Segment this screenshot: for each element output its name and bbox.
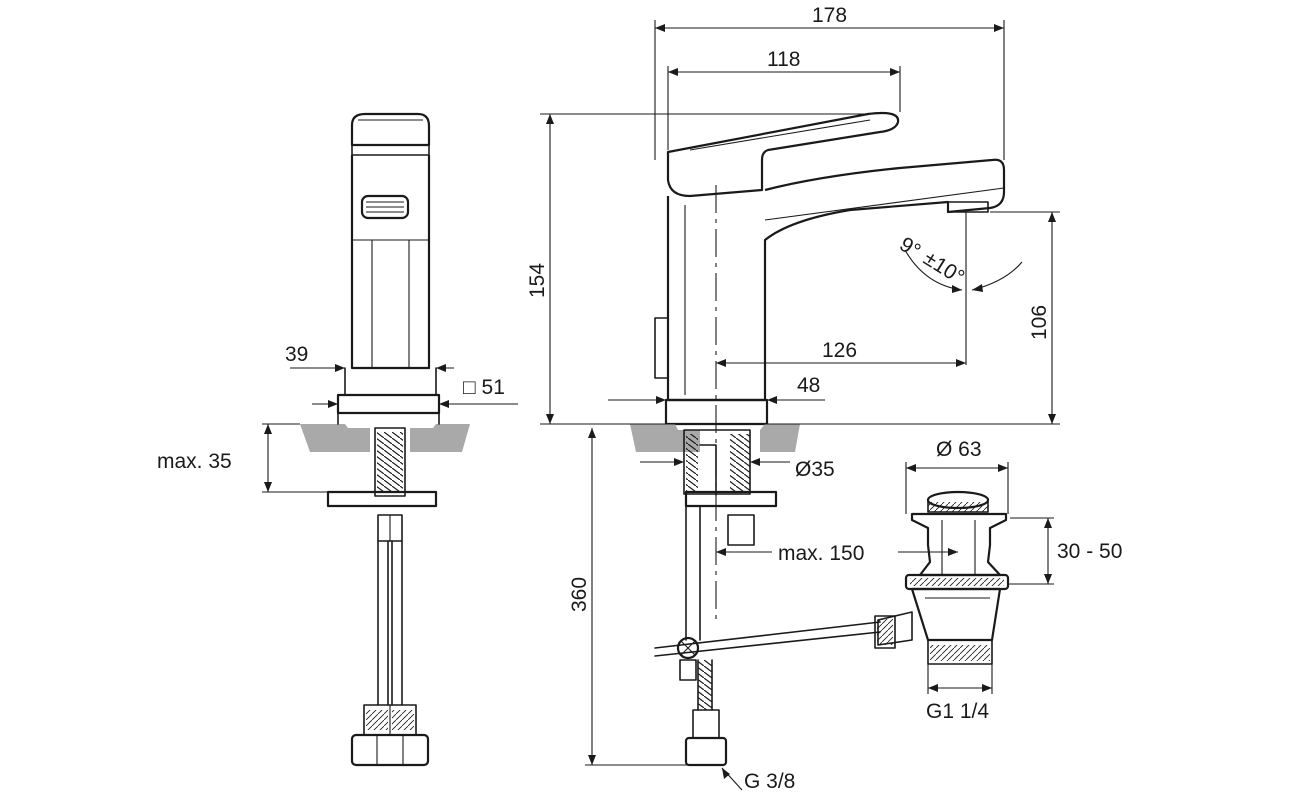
dim-51: □ 51 xyxy=(312,376,518,408)
dim-max35: max. 35 xyxy=(157,423,328,493)
front-clamp xyxy=(684,490,778,508)
side-view: 39 □ 51 max. 35 xyxy=(157,112,518,767)
dim-35: Ø35 xyxy=(640,458,835,481)
dim-51-label: □ 51 xyxy=(463,376,505,399)
dim-3050: 30 - 50 xyxy=(1008,517,1122,585)
dim-106: 106 xyxy=(990,211,1060,424)
side-base xyxy=(336,393,441,415)
angle-label-a: 9° xyxy=(895,233,924,263)
side-hose-nuts xyxy=(350,704,430,767)
dim-118: 118 xyxy=(667,48,901,150)
front-body xyxy=(666,158,1006,402)
dim-178-label: 178 xyxy=(812,4,847,27)
front-lever xyxy=(666,111,900,198)
angle-label-b: ±10° xyxy=(919,247,968,289)
front-counter xyxy=(630,424,700,452)
dim-g38: G 3/8 xyxy=(721,767,795,793)
dim-35-label: Ø35 xyxy=(795,458,835,481)
dim-g38-label: G 3/8 xyxy=(744,770,795,793)
dim-48-label: 48 xyxy=(797,374,820,397)
side-lever xyxy=(350,112,431,147)
front-view: 178 118 154 106 xyxy=(526,4,1060,793)
side-body xyxy=(350,155,431,370)
dim-63-label: Ø 63 xyxy=(936,438,982,461)
dim-126: 126 xyxy=(716,339,966,367)
dim-154-label: 154 xyxy=(526,263,549,298)
side-stud xyxy=(374,427,406,497)
dim-angle: 9° ±10° xyxy=(895,212,1023,365)
dim-max150-label: max. 150 xyxy=(778,542,864,565)
dim-39-label: 39 xyxy=(285,343,308,366)
side-counter xyxy=(300,424,370,452)
dim-48: 48 xyxy=(608,374,825,404)
dim-3050-label: 30 - 50 xyxy=(1057,540,1122,563)
drain-rod xyxy=(654,621,881,681)
dim-126-label: 126 xyxy=(822,339,857,362)
dim-106-label: 106 xyxy=(1028,305,1051,340)
dim-max35-label: max. 35 xyxy=(157,450,232,473)
dim-g114: G1 1/4 xyxy=(926,664,993,723)
dim-118-label: 118 xyxy=(767,48,800,71)
drain-assembly: Ø 63 30 - 50 max. 150 G1 1/4 xyxy=(716,438,1122,723)
dim-63: Ø 63 xyxy=(905,438,1009,514)
dim-360-label: 360 xyxy=(568,577,591,612)
dim-g114-label: G1 1/4 xyxy=(926,700,989,723)
dim-max150: max. 150 xyxy=(716,542,958,565)
front-hose-nut xyxy=(684,736,728,767)
side-clamp-plate xyxy=(326,490,438,508)
side-aerator xyxy=(360,194,410,220)
dim-178: 178 xyxy=(654,4,1005,160)
dim-39: 39 xyxy=(285,343,454,372)
dim-360: 360 xyxy=(568,428,690,766)
dim-154: 154 xyxy=(526,113,1060,425)
